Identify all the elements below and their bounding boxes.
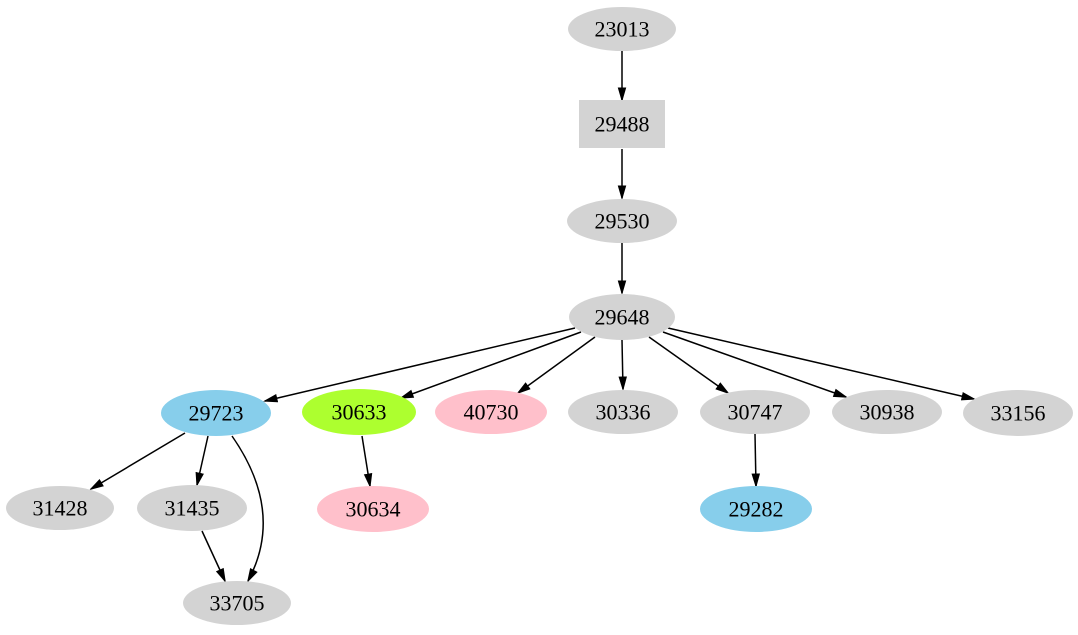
node-label: 30336 bbox=[596, 399, 651, 424]
ellipse-shape bbox=[700, 486, 812, 532]
ellipse-shape bbox=[568, 390, 678, 434]
node-30747: 30747 bbox=[700, 390, 810, 434]
ellipse-shape bbox=[435, 390, 547, 434]
ellipse-shape bbox=[568, 7, 676, 51]
edge-29648-33156 bbox=[667, 327, 974, 399]
box-shape bbox=[579, 100, 665, 148]
edge-29723-31428 bbox=[91, 432, 186, 489]
node-23013: 23013 bbox=[568, 7, 676, 51]
node-label: 30634 bbox=[346, 496, 401, 521]
node-label: 30938 bbox=[860, 399, 915, 424]
node-30336: 30336 bbox=[568, 390, 678, 434]
node-30634: 30634 bbox=[317, 486, 429, 532]
ellipse-shape bbox=[137, 485, 247, 531]
ellipse-shape bbox=[963, 390, 1073, 436]
edge-29648-30336 bbox=[622, 339, 623, 389]
node-label: 23013 bbox=[595, 16, 650, 41]
node-30938: 30938 bbox=[832, 390, 942, 434]
node-label: 29648 bbox=[595, 304, 650, 329]
edge-29648-30747 bbox=[648, 336, 728, 393]
ellipse-shape bbox=[567, 199, 677, 243]
node-33156: 33156 bbox=[963, 390, 1073, 436]
node-29723: 29723 bbox=[161, 390, 271, 436]
edge-29648-30938 bbox=[662, 331, 846, 397]
node-30633: 30633 bbox=[302, 389, 416, 435]
node-label: 40730 bbox=[464, 399, 519, 424]
edge-29723-33705 bbox=[231, 435, 264, 581]
node-29530: 29530 bbox=[567, 199, 677, 243]
edge-30633-30634 bbox=[361, 435, 370, 486]
node-31435: 31435 bbox=[137, 485, 247, 531]
node-label: 30747 bbox=[728, 399, 783, 424]
node-29282: 29282 bbox=[700, 486, 812, 532]
edge-29648-30633 bbox=[401, 331, 582, 398]
node-29488: 29488 bbox=[579, 100, 665, 148]
node-label: 29530 bbox=[595, 208, 650, 233]
edge-30747-29282 bbox=[755, 433, 756, 486]
ellipse-shape bbox=[161, 390, 271, 436]
node-label: 33156 bbox=[991, 400, 1046, 425]
ellipse-shape bbox=[700, 390, 810, 434]
edge-31435-33705 bbox=[201, 530, 225, 581]
node-29648: 29648 bbox=[569, 294, 675, 340]
node-33705: 33705 bbox=[183, 581, 291, 625]
node-31428: 31428 bbox=[6, 486, 114, 530]
node-label: 29282 bbox=[729, 496, 784, 521]
ellipse-shape bbox=[832, 390, 942, 434]
node-label: 29488 bbox=[595, 111, 650, 136]
edge-29723-31435 bbox=[197, 435, 209, 485]
ellipse-shape bbox=[183, 581, 291, 625]
ellipse-shape bbox=[302, 389, 416, 435]
node-label: 31428 bbox=[33, 495, 88, 520]
node-label: 31435 bbox=[165, 495, 220, 520]
node-label: 30633 bbox=[332, 399, 387, 424]
edge-layer bbox=[91, 51, 974, 581]
edge-29648-40730 bbox=[518, 336, 596, 393]
node-40730: 40730 bbox=[435, 390, 547, 434]
ellipse-shape bbox=[6, 486, 114, 530]
node-label: 33705 bbox=[210, 590, 265, 615]
ellipse-shape bbox=[569, 294, 675, 340]
node-layer: 23013 29488 29530 29648 29723 30633 40730 30336… bbox=[6, 7, 1073, 625]
ellipse-shape bbox=[317, 486, 429, 532]
node-label: 29723 bbox=[189, 400, 244, 425]
edge-29648-29723 bbox=[265, 327, 576, 401]
